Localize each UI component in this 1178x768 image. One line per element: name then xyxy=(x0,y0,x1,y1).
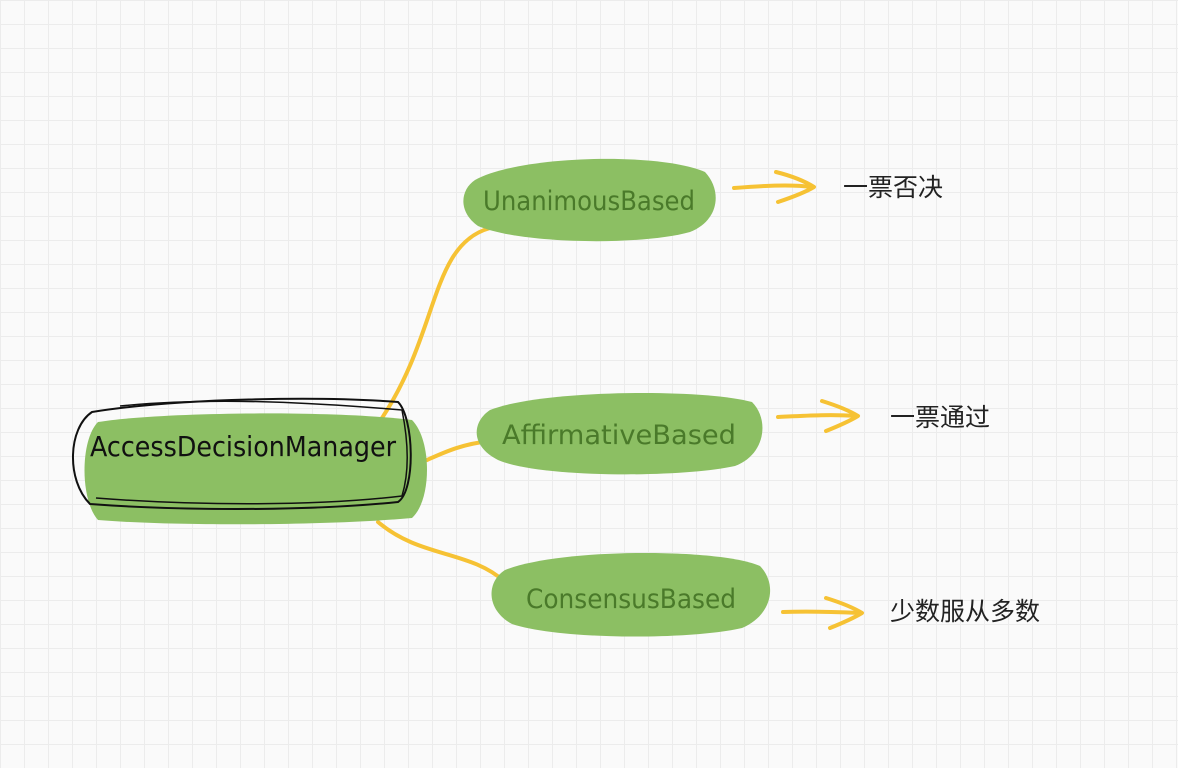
root-node: AccessDecisionManager xyxy=(72,397,427,525)
node-affirmative-label: AffirmativeBased xyxy=(502,420,736,451)
desc-unanimous: 一票否决 xyxy=(843,173,943,202)
node-consensus-fill xyxy=(491,552,771,637)
node-affirmative-fill xyxy=(476,392,763,475)
node-unanimous-label: UnanimousBased xyxy=(483,186,695,217)
connector-unanimous xyxy=(380,226,492,420)
desc-consensus: 少数服从多数 xyxy=(890,597,1040,626)
root-node-outline-stroke2 xyxy=(95,400,408,505)
arrow-unanimous xyxy=(732,170,816,204)
connector-consensus xyxy=(376,520,507,584)
arrow-affirmative xyxy=(776,399,860,433)
root-label: AccessDecisionManager xyxy=(90,430,396,463)
node-consensus: ConsensusBased xyxy=(491,552,771,637)
node-unanimous-fill xyxy=(463,158,716,242)
node-affirmative: AffirmativeBased xyxy=(476,392,763,475)
desc-affirmative: 一票通过 xyxy=(890,403,990,432)
arrow-consensus xyxy=(781,596,864,630)
arrows xyxy=(732,170,864,630)
root-node-outline xyxy=(72,397,412,510)
root-node-fill xyxy=(84,413,427,525)
node-unanimous: UnanimousBased xyxy=(463,158,716,242)
connectors xyxy=(376,226,507,584)
node-consensus-label: ConsensusBased xyxy=(526,584,736,615)
